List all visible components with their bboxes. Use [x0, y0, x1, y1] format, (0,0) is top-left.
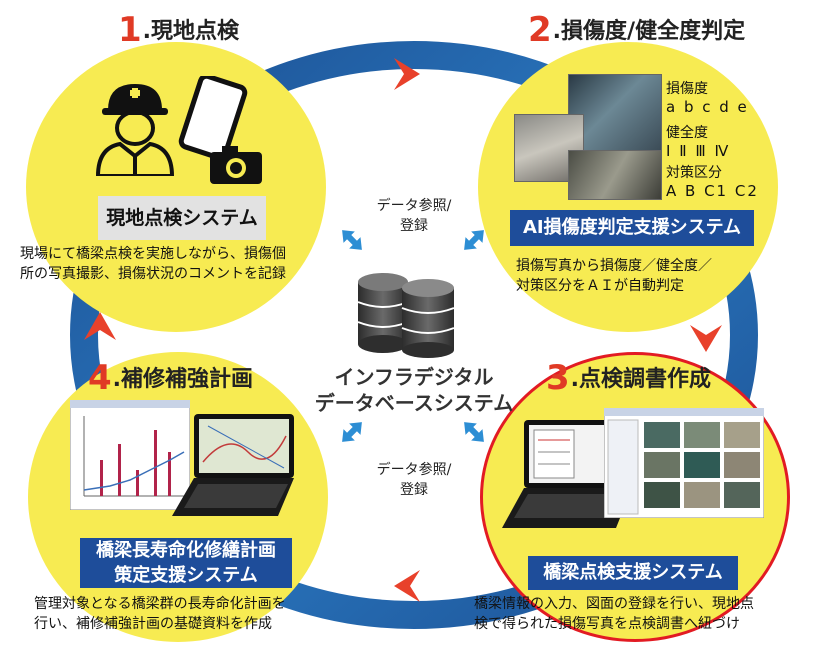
step1-title-text: .現地点検 [142, 19, 240, 44]
step3-description: 橋梁情報の入力、図面の登録を行い、現地点 検で得られた損傷写真を点検調書へ紐づけ [474, 594, 754, 634]
arrow-nw-se-icon [342, 230, 362, 250]
step4-description: 管理対象となる橋梁群の長寿命化計画を 行い、補修補強計画の基礎資料を作成 [34, 594, 286, 634]
step3-number: 3 [546, 358, 570, 398]
arrow-ne-sw-icon [464, 230, 484, 250]
step2-desc-line2: 対策区分をＡＩが自動判定 [516, 278, 684, 294]
top-link-line2: 登録 [400, 218, 428, 234]
grade-damage-codes: a b c d e [666, 98, 749, 116]
bottom-link-line1: データ参照/ [376, 462, 452, 478]
step4-number: 4 [88, 358, 112, 398]
step4-system-line2: 策定支援システム [114, 565, 258, 586]
step2-desc-line1: 損傷写真から損傷度／健全度／ [516, 258, 712, 274]
grade-measure-codes: A B C1 C2 [666, 182, 759, 200]
database-icon [357, 273, 455, 358]
step4-title-text: .補修補強計画 [112, 367, 254, 392]
arrow-down-icon [690, 325, 722, 352]
step3-title: 3.点検調書作成 [546, 358, 711, 398]
grade-soundness-label: 健全度 [666, 125, 708, 141]
step2-title-text: .損傷度/健全度判定 [552, 19, 746, 44]
laptop-icon [172, 414, 294, 516]
step1-description: 現場にて橋梁点検を実施しながら、損傷個 所の写真撮影、損傷状況のコメントを記録 [20, 244, 286, 284]
top-data-link-label: データ参照/ 登録 [356, 196, 472, 236]
step4-desc-line2: 行い、補修補強計画の基礎資料を作成 [34, 616, 272, 632]
database-label-line1: インフラデジタル [334, 365, 494, 389]
step2-number: 2 [528, 10, 552, 50]
step3-title-text: .点検調書作成 [570, 367, 712, 392]
top-link-line1: データ参照/ [376, 198, 452, 214]
repair-plan-chart-thumbnail [70, 400, 190, 510]
grade-soundness: 健全度 Ⅰ Ⅱ Ⅲ Ⅳ [666, 124, 730, 160]
step1-circle [26, 42, 326, 332]
arrow-se-nw-icon [464, 422, 484, 442]
grade-measure-label: 対策区分 [666, 165, 722, 181]
tablet-icon [178, 76, 248, 161]
step1-number: 1 [118, 10, 142, 50]
step2-title: 2.損傷度/健全度判定 [528, 10, 745, 50]
step4-desc-line1: 管理対象となる橋梁群の長寿命化計画を [34, 596, 286, 612]
cycle-ring-band [70, 41, 758, 629]
inspection-screen-thumbnail [604, 408, 764, 518]
step1-desc-line1: 現場にて橋梁点検を実施しながら、損傷個 [20, 246, 286, 262]
step4-title: 4.補修補強計画 [88, 358, 253, 398]
worker-icon [95, 84, 175, 176]
database-label: インフラデジタル データベースシステム [300, 364, 528, 416]
camera-icon [210, 146, 262, 184]
step4-system-line1: 橋梁長寿命化修繕計画 [96, 540, 276, 561]
step1-title: 1.現地点検 [118, 10, 239, 50]
step1-desc-line2: 所の写真撮影、損傷状況のコメントを記録 [20, 266, 286, 282]
arrow-right-icon [394, 58, 420, 90]
step3-desc-line1: 橋梁情報の入力、図面の登録を行い、現地点 [474, 596, 754, 612]
grade-damage: 損傷度 a b c d e [666, 80, 749, 116]
database-label-line2: データベースシステム [314, 391, 514, 415]
damage-photo-3 [568, 150, 662, 200]
grade-damage-label: 損傷度 [666, 81, 708, 97]
step3-system-label: 橋梁点検支援システム [528, 556, 738, 590]
step2-system-label: AI損傷度判定支援システム [510, 210, 754, 246]
bottom-data-link-label: データ参照/ 登録 [356, 460, 472, 500]
step4-system-label: 橋梁長寿命化修繕計画 策定支援システム [80, 538, 292, 588]
step3-desc-line2: 検で得られた損傷写真を点検調書へ紐づけ [474, 616, 740, 632]
bottom-link-line2: 登録 [400, 482, 428, 498]
grade-measure: 対策区分 A B C1 C2 [666, 164, 759, 200]
grade-soundness-codes: Ⅰ Ⅱ Ⅲ Ⅳ [666, 142, 731, 160]
arrow-sw-ne-icon [342, 422, 362, 442]
step1-system-label: 現地点検システム [98, 196, 266, 240]
step2-description: 損傷写真から損傷度／健全度／ 対策区分をＡＩが自動判定 [516, 256, 712, 296]
arrow-up-icon [84, 312, 116, 340]
arrow-left-icon [394, 570, 420, 602]
